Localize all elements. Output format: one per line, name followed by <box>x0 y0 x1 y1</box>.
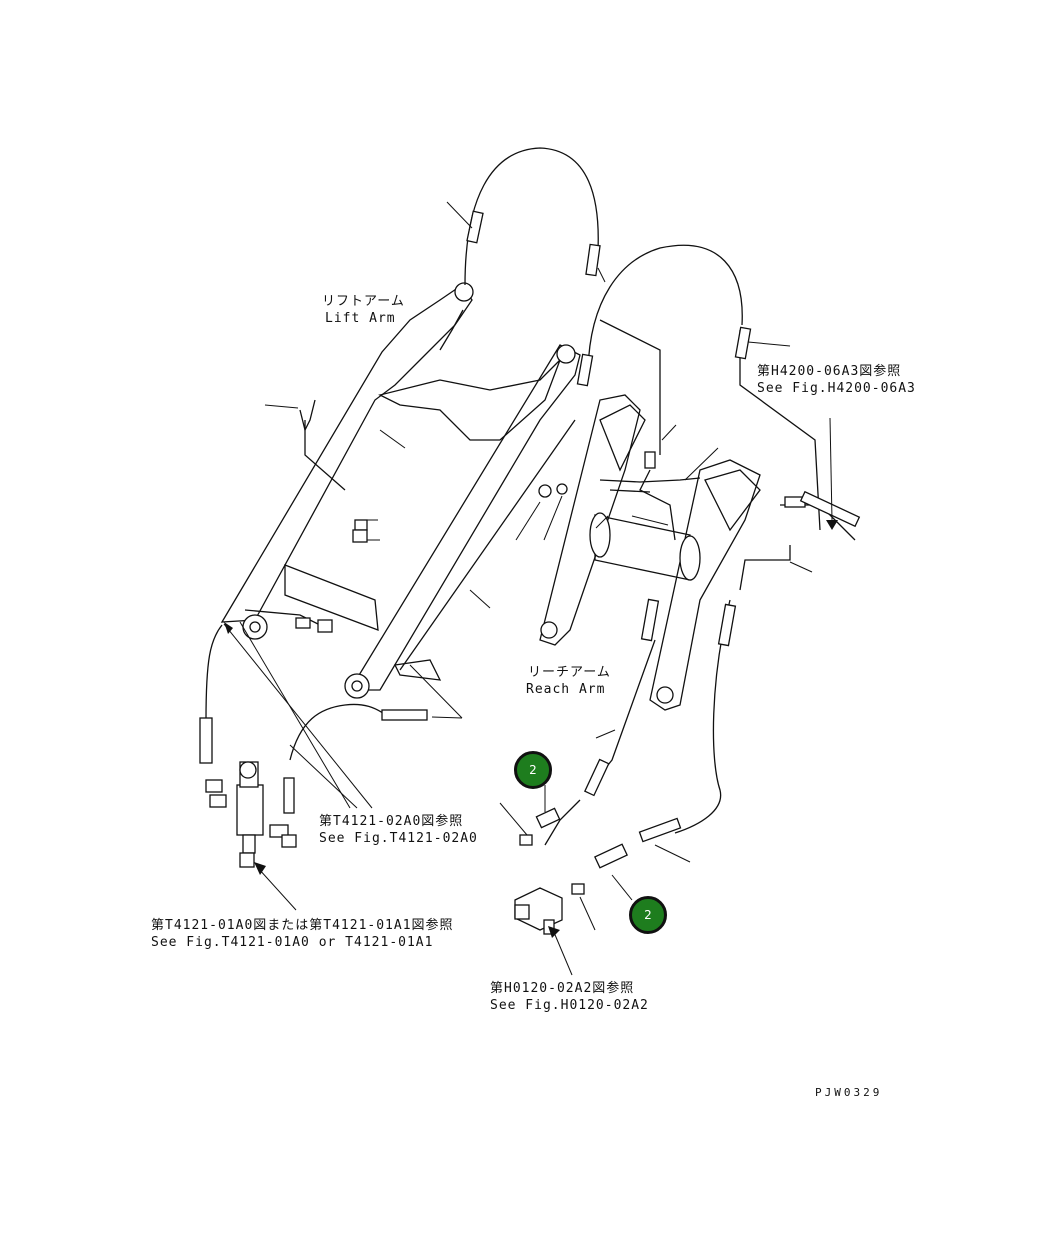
cylinder-assembly <box>205 761 297 868</box>
ref-h4200-label-en[interactable]: See Fig.H4200-06A3 <box>757 381 916 396</box>
lift-arm-label-jp: リフトアーム <box>322 294 405 309</box>
callout-2-upper[interactable]: 2 <box>514 751 552 789</box>
drawing-code: PJW0329 <box>815 1086 883 1099</box>
reach-arm-label-en: Reach Arm <box>526 682 606 697</box>
ref-h0120-label-jp[interactable]: 第H0120-02A2図参照 <box>490 981 635 996</box>
leader-lines <box>223 201 833 976</box>
arrowheads <box>224 520 838 938</box>
reach-arm-frame <box>538 394 761 711</box>
ref-t4121-02-label-jp[interactable]: 第T4121-02A0図参照 <box>319 814 464 829</box>
hose-fittings <box>199 210 861 895</box>
valve-assembly <box>514 887 563 935</box>
ref-h4200-label-jp[interactable]: 第H4200-06A3図参照 <box>757 364 902 379</box>
ref-t4121-02-label-en[interactable]: See Fig.T4121-02A0 <box>319 831 478 846</box>
callout-2-lower[interactable]: 2 <box>629 896 667 934</box>
lift-arm-frame <box>220 282 581 699</box>
ref-h0120-label-en[interactable]: See Fig.H0120-02A2 <box>490 998 649 1013</box>
reach-arm-label-jp: リーチアーム <box>528 665 611 680</box>
lift-arm-label-en: Lift Arm <box>325 311 396 326</box>
hydraulic-hoses <box>205 147 856 846</box>
ref-t4121-01-label-jp[interactable]: 第T4121-01A0図または第T4121-01A1図参照 <box>151 918 454 933</box>
ref-t4121-01-label-en[interactable]: See Fig.T4121-01A0 or T4121-01A1 <box>151 935 434 950</box>
